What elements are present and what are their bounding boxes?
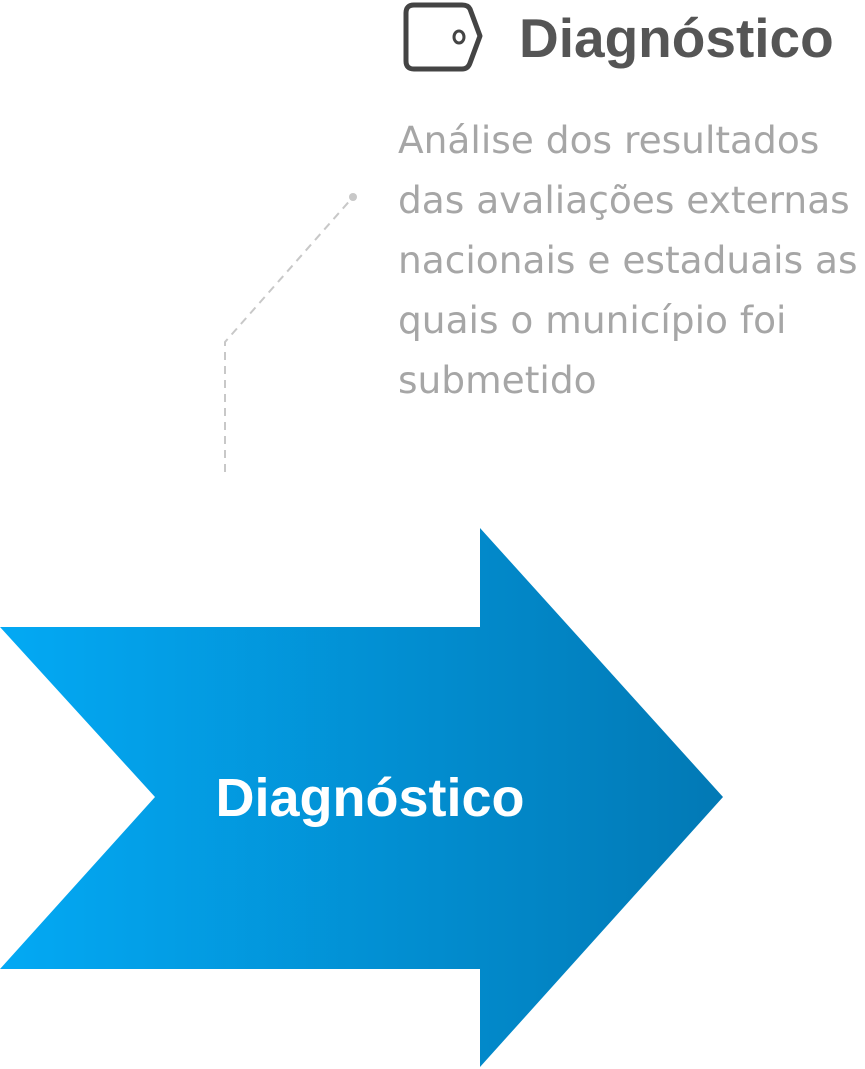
tag-icon bbox=[403, 2, 483, 72]
section-description: Análise dos resultados das avaliações ex… bbox=[398, 118, 858, 402]
connector-dot bbox=[349, 193, 357, 201]
section-title: Diagnóstico bbox=[519, 7, 834, 69]
arrow-label: Diagnóstico bbox=[215, 768, 525, 828]
